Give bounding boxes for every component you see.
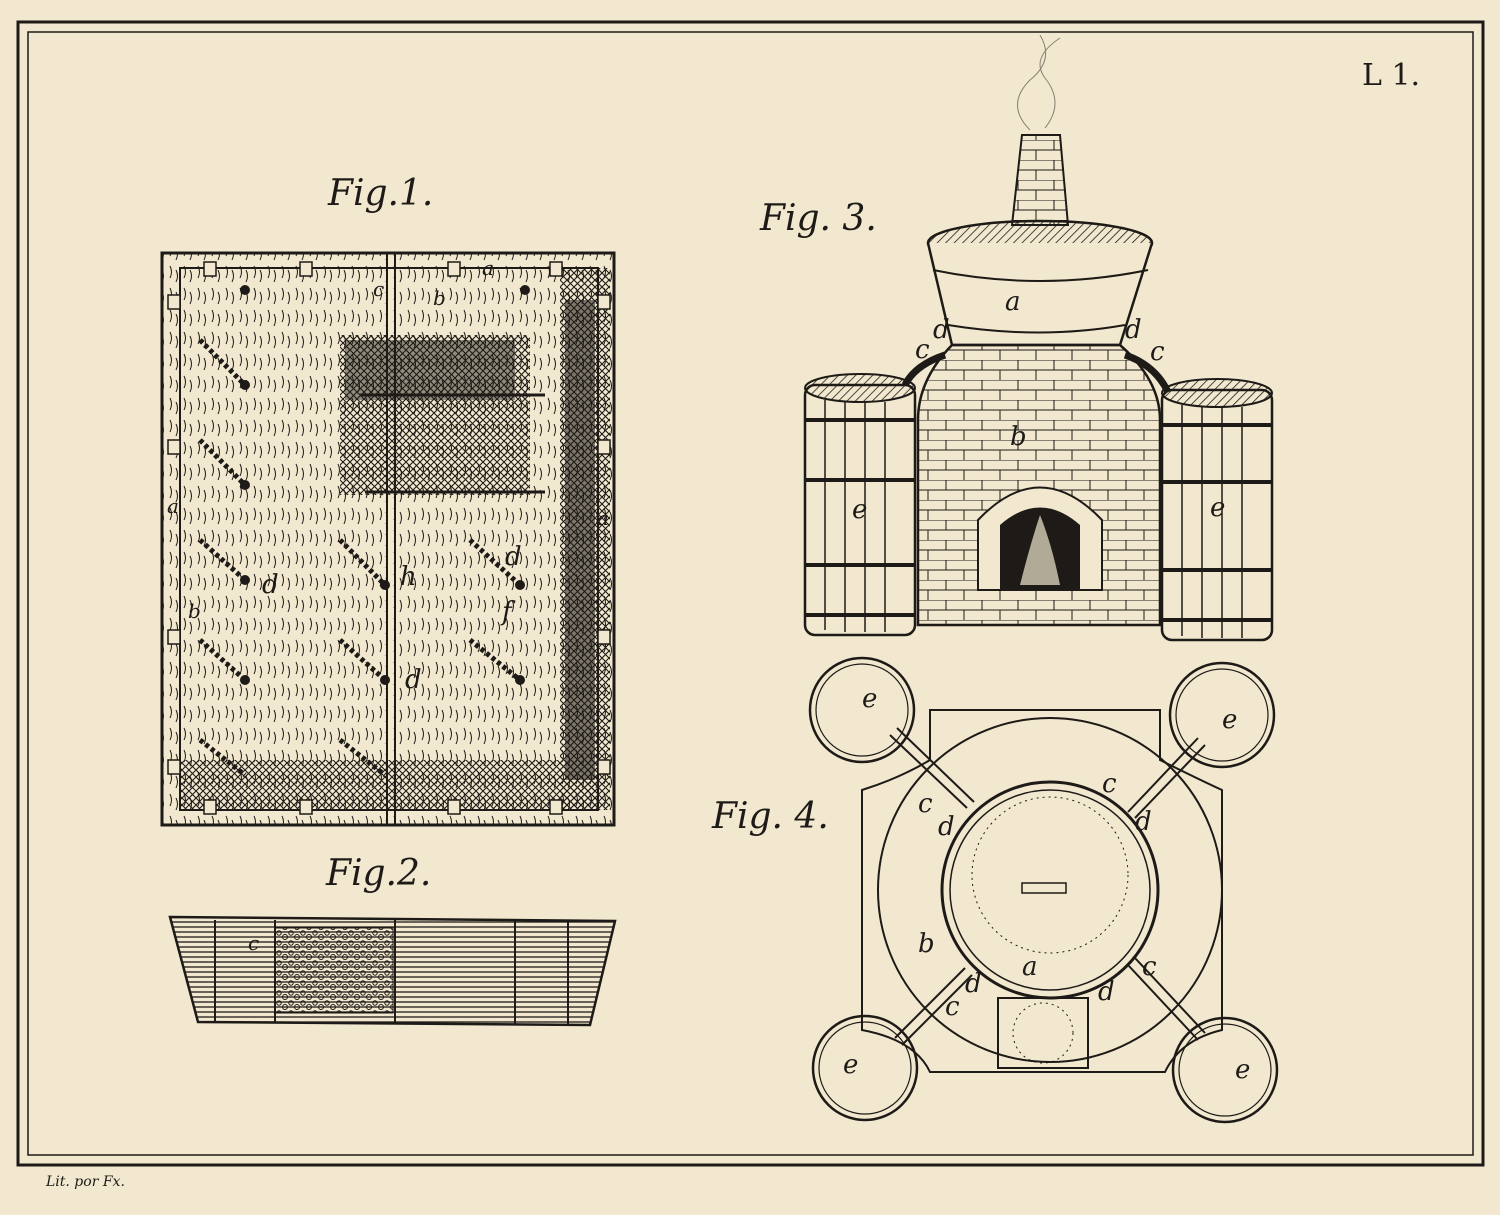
fig1-label-d-center: d [405, 665, 422, 695]
fig1-label-b-top: b [433, 286, 446, 310]
fig4-furnace-plan-drawing [808, 656, 1279, 1124]
fig4-label-c-top-right: c [1102, 769, 1117, 799]
fig3-label-b: b [1010, 422, 1027, 452]
fig4-label-d-bottom-left: d [965, 969, 982, 999]
fig4-label-d-top-left: d [938, 812, 955, 842]
fig3-label-e-right: e [1210, 493, 1225, 523]
fig4-label-c-bottom-left: c [945, 992, 960, 1022]
fig4-label-e-top-right: e [1222, 705, 1237, 735]
fig1-title: Fig.1. [327, 173, 433, 214]
fig4-label-d-bottom-right: d [1098, 977, 1115, 1007]
fig4-label-e-bottom-left: e [843, 1050, 858, 1080]
lithographer-credit: Lit. por Fx. [45, 1174, 125, 1190]
fig1-label-d-right: d [505, 542, 522, 572]
fig4-label-e-top-left: e [862, 684, 877, 714]
fig1-label-a-top: a [482, 256, 494, 280]
fig4-label-d-top-right: d [1135, 807, 1152, 837]
fig4-title: Fig. 4. [711, 796, 829, 837]
fig4-label-c-bottom-right: c [1142, 952, 1157, 982]
fig4-label-c-top-left: c [918, 789, 933, 819]
fig3-label-e-left: e [852, 495, 867, 525]
fig3-label-a: a [1005, 287, 1021, 317]
figure-2: Fig.2. c [168, 853, 617, 1027]
fig4-label-a: a [1022, 952, 1038, 982]
figure-1: Fig.1. [160, 173, 616, 827]
plate-number: L 1. [1362, 58, 1420, 93]
figure-4: Fig. 4. [711, 656, 1279, 1124]
fig3-furnace-elevation-drawing [803, 34, 1274, 642]
fig2-tray-drawing [168, 915, 617, 1027]
fig1-label-a-left: a [167, 494, 179, 518]
fig4-label-b: b [918, 929, 935, 959]
fig3-label-d-right: d [1125, 315, 1142, 345]
fig4-label-e-bottom-right: e [1235, 1055, 1250, 1085]
figure-3: Fig. 3. [759, 34, 1274, 642]
fig2-label-c: c [248, 931, 259, 955]
fig1-label-d-left: d [262, 570, 279, 600]
plate-border [16, 20, 1485, 1167]
fig3-label-d-left: d [933, 315, 950, 345]
fig2-title: Fig.2. [325, 853, 431, 894]
fig1-label-a-right: a [597, 506, 609, 530]
fig3-label-c-left: c [915, 335, 930, 365]
fig1-label-c: c [373, 277, 384, 301]
fig1-drying-chamber-drawing [160, 251, 616, 827]
fig1-label-b-left: b [188, 599, 201, 623]
fig3-title: Fig. 3. [759, 198, 877, 239]
fig1-label-h: h [400, 562, 417, 592]
fig3-label-c-right: c [1150, 337, 1165, 367]
